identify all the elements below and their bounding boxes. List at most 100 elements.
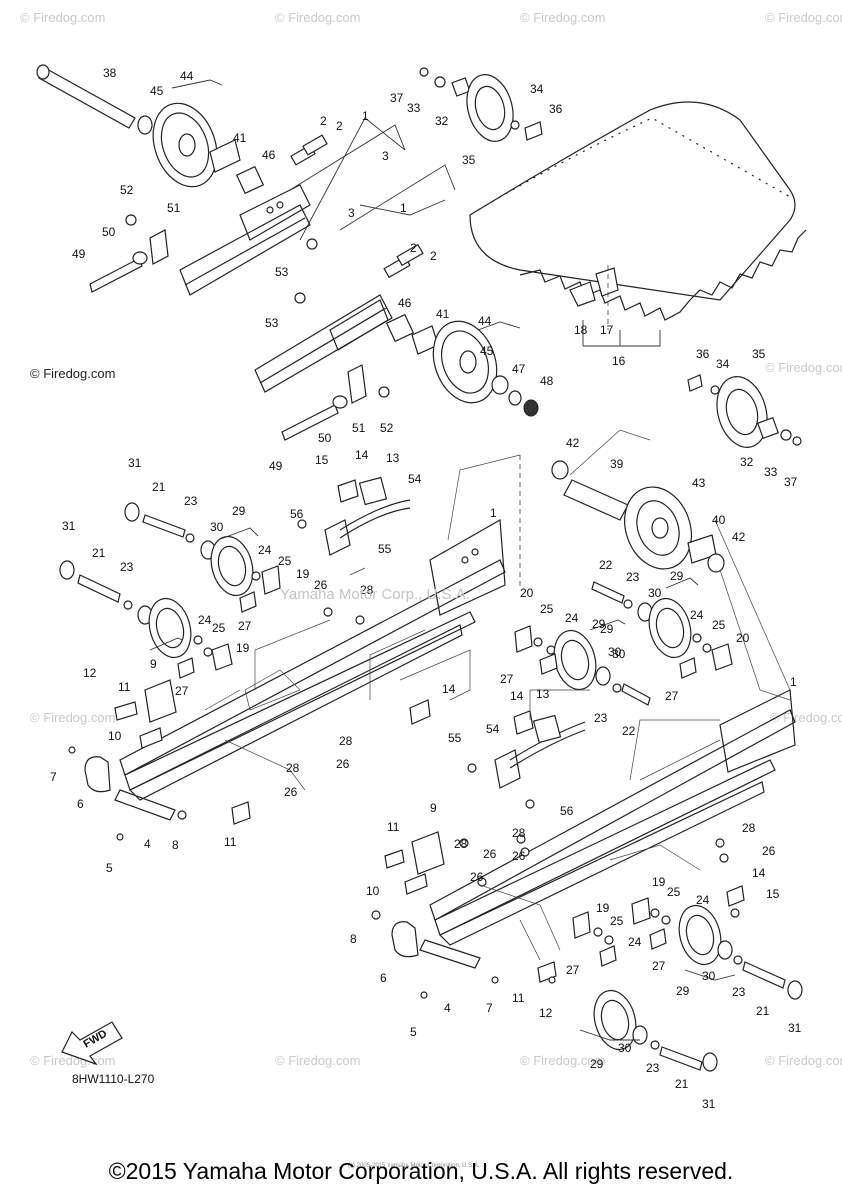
callout-label: 24 [565, 611, 579, 625]
callout-label: 30 [608, 645, 622, 659]
callout-label: 55 [448, 731, 462, 745]
callout-label: 20 [520, 586, 534, 600]
callout-label: 35 [752, 347, 766, 361]
callout-label: 26 [762, 844, 776, 858]
callout-label: 7 [486, 1001, 493, 1015]
callout-label: 22 [622, 724, 636, 738]
callout-label: 30 [612, 647, 626, 661]
upper-idler-wheel [419, 67, 543, 142]
callout-label: 36 [549, 102, 563, 116]
callout-label: 18 [574, 323, 588, 337]
callout-label: 36 [696, 347, 710, 361]
drawing-code: 8HW1110-L270 [72, 1072, 155, 1086]
callout-label: 24 [198, 613, 212, 627]
callout-label: 9 [430, 801, 437, 815]
callout-label: 27 [175, 684, 189, 698]
callout-label: 24 [696, 893, 710, 907]
callout-label: 16 [612, 354, 626, 368]
callout-label: 27 [652, 959, 666, 973]
callout-label: 21 [756, 1004, 770, 1018]
callout-label: 20 [736, 631, 750, 645]
callout-label: 25 [667, 885, 681, 899]
callout-label: 11 [387, 820, 400, 834]
callout-label: 30 [648, 586, 662, 600]
callout-label: 30 [702, 969, 716, 983]
callout-label: 34 [530, 82, 544, 96]
callout-label: 25 [278, 554, 292, 568]
slide-clips [569, 267, 619, 307]
callout-label: 37 [784, 475, 798, 489]
callout-label: 43 [692, 476, 706, 490]
axle-shaft [36, 64, 136, 129]
callout-label: 15 [766, 887, 780, 901]
callout-label: 27 [665, 689, 679, 703]
left-front-wheels [59, 502, 281, 679]
callout-label: 1 [790, 675, 797, 689]
callout-label: 13 [386, 451, 400, 465]
right-front-bumper [371, 831, 745, 999]
callout-label: 52 [380, 421, 394, 435]
callout-label: 41 [436, 307, 450, 321]
callout-label: 53 [275, 265, 289, 279]
callout-label: 49 [72, 247, 86, 261]
bracket-bolt-set [89, 214, 318, 293]
callout-label: 19 [652, 875, 666, 889]
callout-label: 6 [380, 971, 387, 985]
left-lower-slide-rail [114, 519, 506, 821]
watermark-layer: © Firedog.com © Firedog.com © Firedog.co… [20, 10, 842, 1068]
callout-label: 31 [702, 1097, 716, 1111]
callout-label: 23 [120, 560, 134, 574]
callout-label: 22 [599, 558, 613, 572]
callout-label: 28 [742, 821, 756, 835]
callout-label: 14 [510, 689, 524, 703]
callout-label: 42 [566, 436, 580, 450]
callout-label: 46 [398, 296, 412, 310]
lower-bolt-set [281, 292, 390, 441]
callout-label: 28 [360, 583, 374, 597]
callout-label: 5 [410, 1025, 417, 1039]
callout-label: 28 [454, 837, 468, 851]
callout-label: 54 [408, 472, 422, 486]
callout-label: 19 [296, 567, 310, 581]
callout-label: 38 [103, 66, 117, 80]
callout-label: 31 [788, 1021, 802, 1035]
callout-label: 19 [236, 641, 250, 655]
callout-label: 53 [265, 316, 279, 330]
callout-label: 25 [212, 621, 226, 635]
callout-label: 29 [592, 617, 606, 631]
callout-label: 39 [610, 457, 624, 471]
callout-label: 2 [410, 241, 417, 255]
idler-wheel-right [385, 313, 539, 417]
right-front-wheels [572, 897, 803, 1072]
callout-label: 29 [676, 984, 690, 998]
callout-label: 41 [233, 131, 247, 145]
right-lower-slide-rail [419, 689, 796, 969]
callout-label: 3 [382, 149, 389, 163]
callout-label: 3 [348, 206, 355, 220]
callout-label: 30 [618, 1041, 632, 1055]
callout-label: 2 [320, 114, 327, 128]
callout-label: 1 [400, 201, 407, 215]
callout-label: 1 [362, 109, 369, 123]
callout-label: 17 [600, 323, 614, 337]
rear-idler-wheel [687, 374, 802, 448]
callout-label: 54 [486, 722, 500, 736]
watermark-text: © Firedog.com [770, 710, 842, 725]
callout-label: 29 [232, 504, 246, 518]
callout-label: 15 [315, 453, 329, 467]
callout-label: 50 [318, 431, 332, 445]
callout-label: 28 [512, 826, 526, 840]
callout-label: 13 [536, 687, 550, 701]
callout-label: 25 [712, 618, 726, 632]
callout-label: 56 [560, 804, 574, 818]
callout-label: 27 [566, 963, 580, 977]
callout-label: 23 [732, 985, 746, 999]
rear-axle-wheel [551, 460, 725, 573]
left-shock-mount [297, 476, 411, 625]
callout-label: 50 [102, 225, 116, 239]
track-belt [469, 101, 807, 321]
watermark-text: © Firedog.com [765, 1053, 842, 1068]
callout-label: 26 [314, 578, 328, 592]
callout-label: 46 [262, 148, 276, 162]
